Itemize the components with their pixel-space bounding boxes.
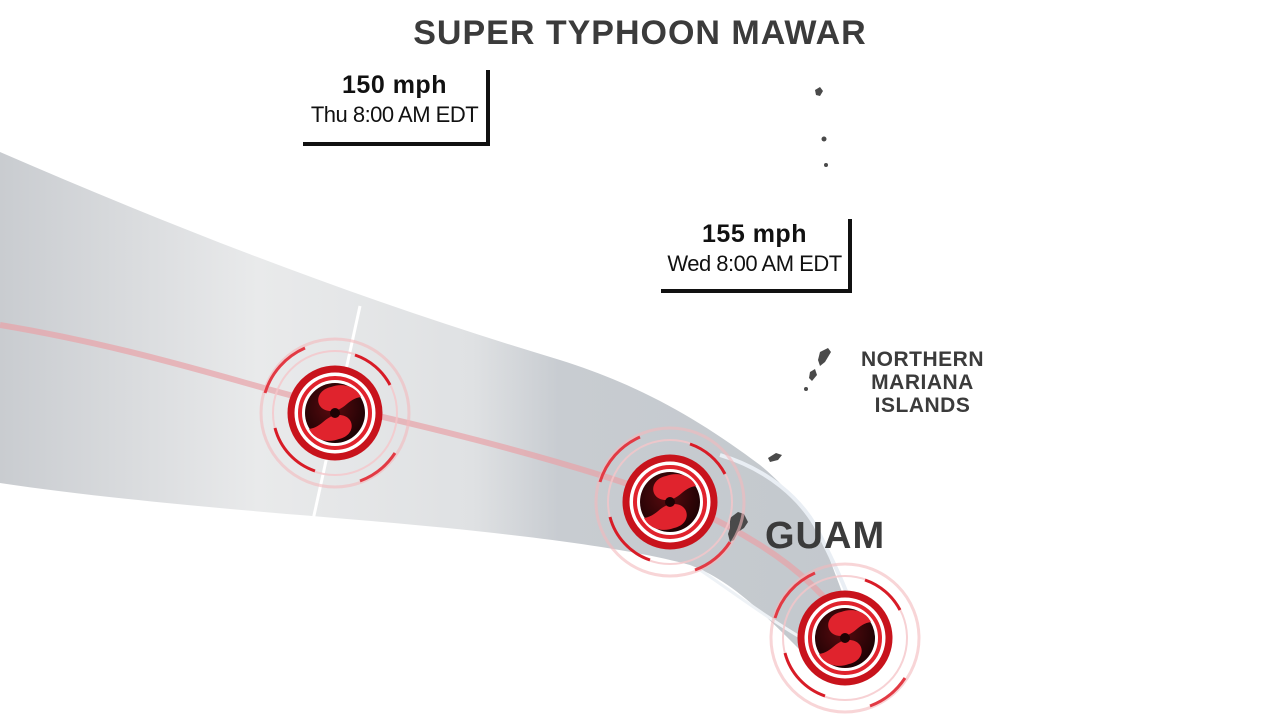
place-label-guam: GUAM	[765, 515, 886, 557]
forecast-track	[0, 322, 853, 632]
forecast-label-wed: 155 mph Wed 8:00 AM EDT	[661, 219, 852, 293]
place-label-line: MARIANA	[871, 371, 974, 394]
forecast-time: Wed 8:00 AM EDT	[667, 251, 842, 276]
forecast-time: Thu 8:00 AM EDT	[310, 102, 479, 127]
place-label-line: ISLANDS	[874, 394, 971, 417]
forecast-speed: 155 mph	[702, 220, 807, 248]
place-label-line: NORTHERN	[861, 348, 984, 371]
forecast-speed: 150 mph	[342, 71, 447, 99]
forecast-label-thu: 150 mph Thu 8:00 AM EDT	[303, 70, 490, 146]
northern-mariana-islands-land	[768, 87, 831, 462]
map-title: SUPER TYPHOON MAWAR	[413, 14, 867, 52]
place-label-northern-mariana-islands: NORTHERN MARIANA ISLANDS	[845, 348, 1000, 417]
